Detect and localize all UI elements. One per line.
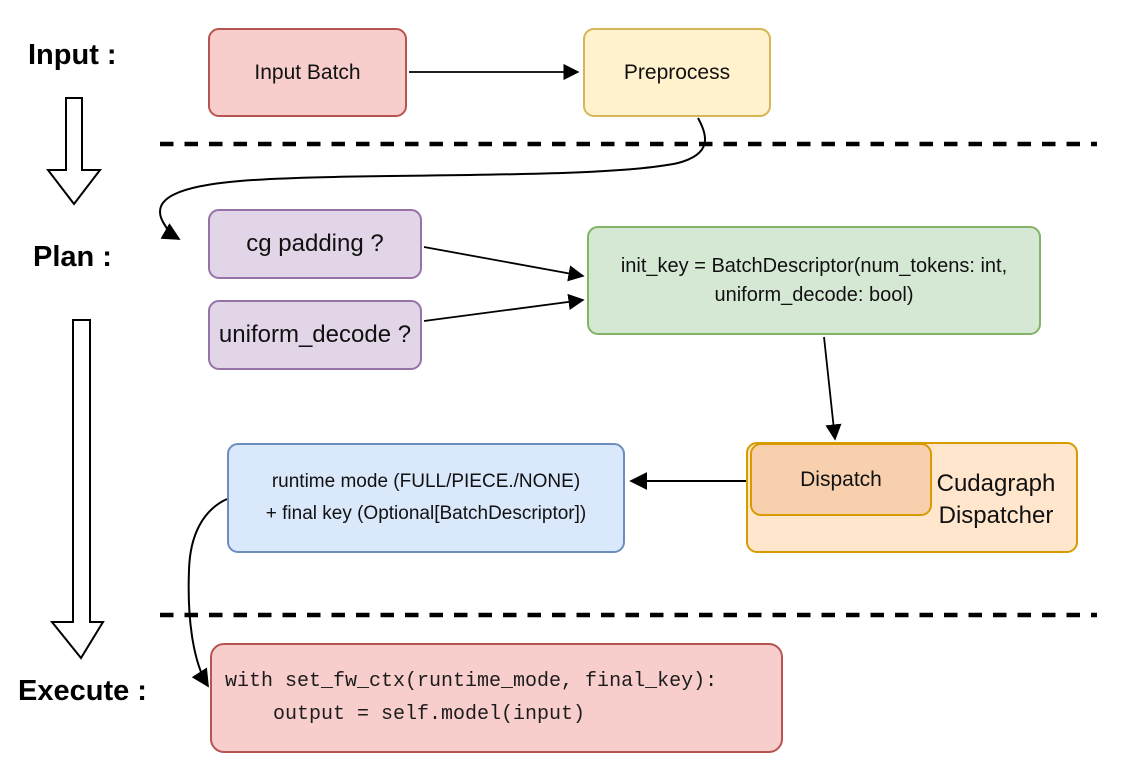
arrow-cg-padding-to-init-key [423, 246, 585, 282]
execute-code-line1: with set_fw_ctx(runtime_mode, final_key)… [225, 670, 718, 693]
node-init-key-line1: init_key = BatchDescriptor(num_tokens: i… [620, 254, 1008, 277]
hollow-arrow-input-to-plan [45, 97, 103, 206]
node-cg-padding-label: cg padding ? [246, 230, 384, 257]
phase-label-execute: Execute : [18, 675, 147, 707]
node-init-key: init_key = BatchDescriptor(num_tokens: i… [587, 226, 1041, 335]
node-cg-padding: cg padding ? [208, 209, 422, 279]
curve-preprocess-to-cg-padding [159, 117, 706, 240]
node-input-batch-label: Input Batch [254, 60, 361, 84]
phase-label-input: Input : [28, 39, 117, 71]
cudagraph-dispatcher-line1: Cudagraph [936, 469, 1056, 497]
curve-runtime-mode-to-execute-code [187, 498, 228, 688]
hollow-arrow-plan-to-execute [49, 319, 105, 660]
node-uniform-decode: uniform_decode ? [208, 300, 422, 370]
cudagraph-dispatcher-line2: Dispatcher [938, 501, 1054, 529]
node-preprocess: Preprocess [583, 28, 771, 117]
node-preprocess-label: Preprocess [623, 60, 731, 84]
node-runtime-mode-line1: runtime mode (FULL/PIECE./NONE) [271, 471, 581, 492]
node-dispatch: Dispatch [750, 443, 932, 516]
phase-label-plan: Plan : [33, 241, 112, 273]
node-runtime-mode-line2: + final key (Optional[BatchDescriptor]) [265, 503, 587, 524]
cudagraph-dispatcher-label: Cudagraph Dispatcher [916, 444, 1076, 555]
node-init-key-line2: uniform_decode: bool) [714, 283, 914, 306]
node-runtime-mode: runtime mode (FULL/PIECE./NONE) + final … [227, 443, 625, 553]
arrow-init-key-to-dispatch [823, 336, 842, 441]
node-dispatch-label: Dispatch [800, 467, 882, 491]
execute-code-line2: output = self.model(input) [225, 703, 586, 726]
node-input-batch: Input Batch [208, 28, 407, 117]
node-execute-code: with set_fw_ctx(runtime_mode, final_key)… [210, 643, 783, 753]
node-uniform-decode-label: uniform_decode ? [218, 321, 412, 348]
arrow-uniform-decode-to-init-key [423, 293, 585, 322]
